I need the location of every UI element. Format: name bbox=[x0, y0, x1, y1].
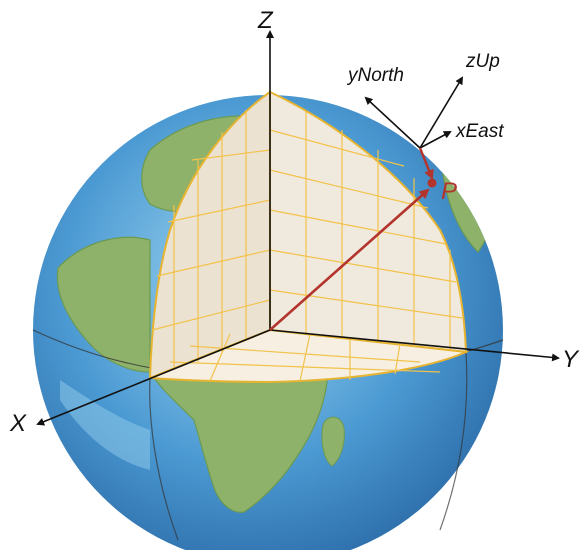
x-axis bbox=[36, 329, 271, 426]
xeast-axis bbox=[419, 131, 452, 149]
meridian-right bbox=[439, 351, 468, 531]
shallow-sea bbox=[60, 380, 150, 470]
continent-west-africa bbox=[56, 236, 151, 373]
meridian-front bbox=[149, 377, 179, 541]
island-madagascar bbox=[321, 416, 345, 467]
zup-label: zUp bbox=[466, 51, 500, 72]
cutaway-horizontal-wedge bbox=[149, 328, 470, 384]
z-axis-label: Z bbox=[258, 7, 273, 34]
y-axis-label: Y bbox=[562, 346, 579, 373]
xeast-label: xEast bbox=[456, 121, 504, 142]
zup-axis bbox=[419, 76, 464, 149]
point-p-marker bbox=[427, 178, 437, 188]
ynorth-axis bbox=[364, 96, 421, 149]
position-vector bbox=[269, 188, 430, 331]
y-axis bbox=[269, 329, 560, 362]
local-offset-vector bbox=[418, 147, 434, 180]
x-axis-label: X bbox=[10, 410, 27, 437]
point-p-label: P bbox=[441, 178, 458, 205]
cutaway-back-wedge bbox=[148, 90, 271, 380]
ynorth-label: yNorth bbox=[348, 65, 404, 86]
